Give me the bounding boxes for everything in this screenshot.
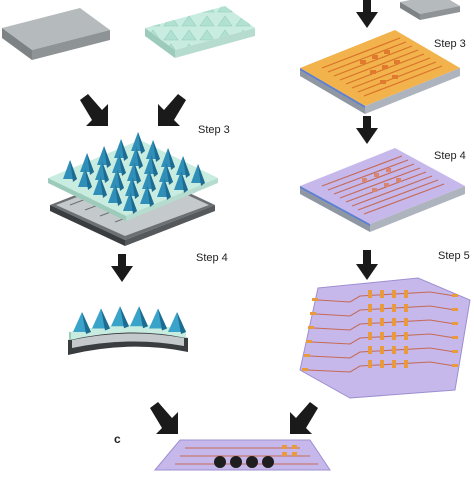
electrode-pad <box>404 346 408 354</box>
pyramid-spike <box>119 154 126 176</box>
pyramid-spike <box>121 139 128 161</box>
electrode-pad <box>404 360 408 368</box>
electrode-trace <box>313 319 456 331</box>
pyramid-spike <box>138 132 145 154</box>
pyramid-spike <box>149 170 156 192</box>
arrow-down-icon <box>356 250 378 280</box>
pyramid-spike <box>130 192 137 214</box>
pyramid-spike <box>153 140 160 162</box>
pyramid-spike <box>168 148 175 170</box>
arrow-converge-left-icon <box>290 402 318 434</box>
pyramid-spike <box>87 153 94 175</box>
arrow-diagonal-right-icon <box>80 94 108 126</box>
arrow-down-icon <box>356 0 378 28</box>
arrow-converge-right-icon <box>150 402 178 434</box>
pyramid-spike <box>136 147 143 169</box>
contact-pad <box>452 350 458 353</box>
step-label: Step 4 <box>196 252 228 264</box>
arrow-down-icon <box>356 116 378 144</box>
pyramid-spike <box>70 160 77 182</box>
pyramid-spike <box>151 155 158 177</box>
pyramid-spike <box>101 308 110 331</box>
pyramid-spike <box>177 312 186 334</box>
arrow-diagonal-left-icon <box>158 94 186 126</box>
flexible-electrode-array <box>299 277 471 399</box>
step-label: Step 4 <box>434 150 466 162</box>
pyramid-spike <box>164 178 171 200</box>
pyramid-spike <box>158 308 167 331</box>
contact-pad <box>452 364 458 367</box>
electrode-pad <box>380 304 384 312</box>
patterned-glass-block <box>145 6 255 58</box>
electrode-pad <box>404 318 408 326</box>
electrode-pad <box>380 346 384 354</box>
curved-pyramid-device <box>68 306 188 355</box>
electrode-board-step4 <box>300 148 465 232</box>
pyramid-spike <box>183 156 190 178</box>
electrode-pad <box>368 346 372 354</box>
electrode-pad <box>380 290 384 298</box>
step-label: Step 3 <box>198 124 230 136</box>
contact-pad <box>452 336 458 339</box>
electrode-trace <box>317 291 456 303</box>
gray-substrate-block <box>2 8 110 60</box>
pyramid-spike <box>102 161 109 183</box>
electrode-pad <box>404 332 408 340</box>
pyramid-spike <box>166 163 173 185</box>
electrode-pad <box>368 318 372 326</box>
electrode-pad <box>392 360 396 368</box>
electrode-pad <box>404 290 408 298</box>
step-label: Step 3 <box>434 38 466 50</box>
electrode-pad <box>380 318 384 326</box>
pyramid-spike <box>120 306 129 329</box>
contact-pad <box>452 308 458 311</box>
pyramid-spike <box>85 168 92 190</box>
pyramid-spike <box>139 306 148 329</box>
contact-pad <box>312 298 318 301</box>
panel-label: c <box>114 432 121 446</box>
pyramid-spike <box>147 185 154 207</box>
final-device <box>153 439 331 471</box>
contact-pad <box>308 326 314 329</box>
electrode-trace <box>315 305 456 317</box>
electrode-pad <box>404 304 408 312</box>
electrode-pad <box>392 290 396 298</box>
electrode-trace <box>309 347 456 359</box>
contact-pad <box>452 294 458 297</box>
pyramid-spike <box>117 169 124 191</box>
pyramid-glass-assembly <box>48 132 218 246</box>
pyramid-spike <box>100 176 107 198</box>
arrow-down-icon <box>111 254 133 282</box>
electrode-pad <box>392 318 396 326</box>
electrode-pad <box>392 304 396 312</box>
pyramid-spike <box>104 146 111 168</box>
electrode-board-step3 <box>300 30 460 114</box>
pyramid-spike <box>115 184 122 206</box>
contact-pad <box>306 340 312 343</box>
electrode-pad <box>368 290 372 298</box>
electrode-pad <box>392 346 396 354</box>
pyramid-spike <box>198 164 205 186</box>
gray-block-small <box>400 0 460 20</box>
pyramid-spike <box>181 171 188 193</box>
electrode-pad <box>368 360 372 368</box>
electrode-trace <box>311 333 456 345</box>
contact-pad <box>310 312 316 315</box>
electrode-pad <box>392 332 396 340</box>
contact-pad <box>304 354 310 357</box>
pyramid-spike <box>132 177 139 199</box>
contact-pad <box>452 322 458 325</box>
contact-pad <box>302 368 308 371</box>
pyramid-spike <box>82 312 91 334</box>
electrode-pad <box>380 332 384 340</box>
electrode-pad <box>380 360 384 368</box>
electrode-pad <box>368 332 372 340</box>
step-label: Step 5 <box>438 250 470 262</box>
electrode-pad <box>368 304 372 312</box>
electrode-trace <box>307 361 456 373</box>
pyramid-spike <box>134 162 141 184</box>
